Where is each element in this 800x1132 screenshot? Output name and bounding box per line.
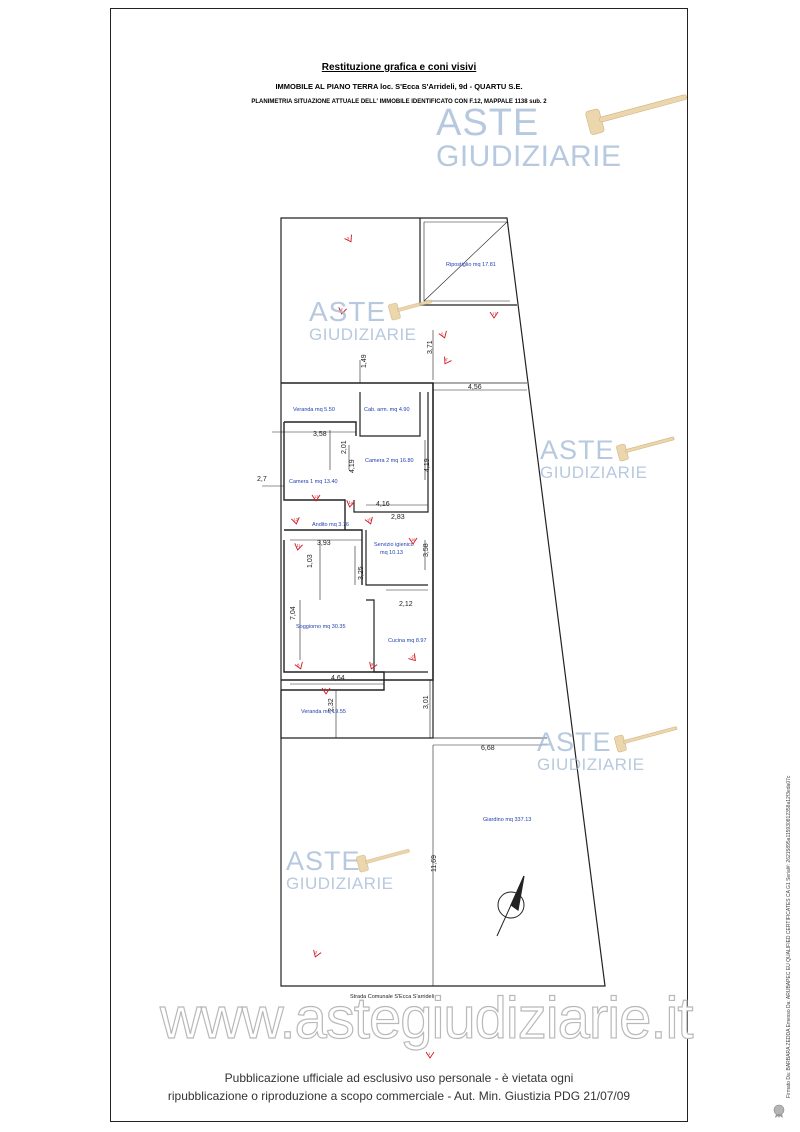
- dim-456: 4,56: [468, 384, 482, 391]
- view-cone-number: 2: [314, 950, 319, 956]
- dim-103: 1,03: [307, 554, 314, 568]
- seal-icon: [773, 1104, 785, 1118]
- gavel-icon: [585, 94, 687, 135]
- label-servizio-1: Servizio igienico: [374, 542, 414, 548]
- label-camera2: Camera 2 mq 16.80: [365, 458, 414, 464]
- signature-stamp: Firmato Da: BARBARA ZEDDA Emesso Da: ARU…: [786, 775, 792, 1098]
- view-cone-number: 8: [296, 662, 301, 668]
- view-cone-marker: 13: [311, 494, 321, 502]
- view-cone-marker: 7: [321, 687, 331, 695]
- dim-325: 3,25: [358, 566, 365, 580]
- dim-149: 1,49: [361, 354, 368, 368]
- view-cone-number: 1: [428, 1051, 431, 1056]
- label-giardino: Giardino mq 337.13: [483, 817, 531, 823]
- label-veranda-top: Veranda mq 5.50: [293, 407, 335, 413]
- document-title: Restituzione grafica e coni visivi: [321, 62, 477, 73]
- view-cone-number: 13: [314, 494, 319, 499]
- gavel-icon: [616, 436, 675, 462]
- view-cone-marker: 17: [489, 311, 499, 319]
- dim-419a: 4,19: [349, 459, 356, 473]
- watermark-1: ASTE GIUDIZIARIE: [436, 102, 622, 173]
- view-cone-marker: 6: [444, 356, 452, 365]
- view-cone-marker: 14: [346, 500, 355, 508]
- view-cone-marker: 16: [408, 537, 418, 545]
- view-cone-number: 7: [324, 687, 327, 692]
- footer-line-2: ripubblicazione o riproduzione a scopo c…: [167, 1089, 631, 1103]
- view-cone-number: 16: [411, 537, 416, 542]
- property-subtitle: IMMOBILE AL PIANO TERRA loc. S'Ecca S'Ar…: [275, 82, 523, 91]
- view-cone-marker: 2: [313, 950, 322, 958]
- label-veranda-bottom: Veranda mq 19.55: [301, 709, 346, 715]
- dim-371: 3,71: [427, 340, 434, 354]
- dim-301: 3,01: [423, 695, 430, 709]
- label-cucina: Cucina mq 8.97: [388, 638, 427, 644]
- plan-description: PLANIMETRIA SITUAZIONE ATTUALE DELL' IMM…: [251, 99, 547, 105]
- dim-704: 7,04: [290, 606, 297, 620]
- view-cone-number: 10: [409, 653, 416, 660]
- label-soggiorno: Soggiorno mq 30.35: [296, 624, 346, 630]
- view-cone-number: 11: [296, 543, 302, 549]
- dim-283: 2,83: [391, 514, 405, 521]
- view-cone-number: 3: [346, 235, 351, 241]
- dim-358: 3,58: [313, 431, 327, 438]
- view-cone-marker: 8: [294, 661, 303, 670]
- view-cone-marker: 11: [294, 543, 303, 551]
- page-frame: [110, 8, 688, 1122]
- dim-27: 2,7: [257, 476, 267, 483]
- dim-358b: 3,58: [423, 543, 430, 557]
- view-cone-number: 6: [444, 357, 449, 363]
- view-cone-number: 15: [366, 516, 373, 522]
- gavel-icon: [388, 299, 432, 321]
- dim-393: 3,93: [317, 540, 331, 547]
- label-camera1: Camera 1 mq 13.40: [289, 479, 338, 485]
- watermark-3: ASTE GIUDIZIARIE: [540, 435, 648, 482]
- view-cone-number: 12: [293, 517, 299, 523]
- view-cone-marker: 1: [425, 1051, 435, 1059]
- view-cone-marker: 15: [364, 516, 373, 525]
- gavel-icon: [356, 849, 410, 873]
- watermark-4: ASTE GIUDIZIARIE: [537, 727, 645, 774]
- watermark-url: www.astegiudiziarie.it: [159, 986, 694, 1051]
- dim-668: 6,68: [481, 745, 495, 752]
- label-strada: Strada Comunale S'Ecca S'arrideli: [350, 994, 434, 1000]
- label-cab-arm: Cab. arm. mq 4.90: [364, 407, 410, 413]
- label-anticamera: Andito mq 3.76: [312, 522, 349, 528]
- view-cone-marker: 4: [338, 307, 347, 315]
- view-cone-marker: 9: [369, 662, 378, 670]
- view-cone-marker: 3: [344, 234, 352, 243]
- watermark-5: ASTE GIUDIZIARIE: [286, 846, 394, 893]
- label-ripostiglio: Ripostiglio mq 17.81: [446, 262, 496, 268]
- dim-232: 2,32: [328, 698, 335, 712]
- view-cone-marker: 10: [408, 653, 416, 662]
- view-cone-number: 4: [340, 307, 344, 312]
- label-servizio-2: mq 10.13: [380, 550, 403, 556]
- dim-419b: 4,19: [424, 458, 431, 472]
- dim-464: 4,64: [331, 675, 345, 682]
- dim-1169: 11,69: [431, 855, 438, 872]
- view-cone-number: 9: [370, 662, 375, 668]
- view-cone-number: 5: [440, 331, 445, 337]
- dim-201: 2,01: [341, 440, 348, 454]
- view-cone-number: 17: [492, 311, 497, 316]
- watermark-2: ASTE GIUDIZIARIE: [309, 296, 417, 344]
- footer-line-1: Pubblicazione ufficiale ad esclusivo uso…: [224, 1071, 574, 1085]
- view-cone-marker: 12: [291, 517, 300, 525]
- dim-212: 2,12: [399, 601, 413, 608]
- view-cone-marker: 5: [438, 330, 447, 339]
- view-cone-number: 14: [348, 500, 354, 506]
- dim-416: 4,16: [376, 501, 390, 508]
- gavel-icon: [614, 726, 678, 753]
